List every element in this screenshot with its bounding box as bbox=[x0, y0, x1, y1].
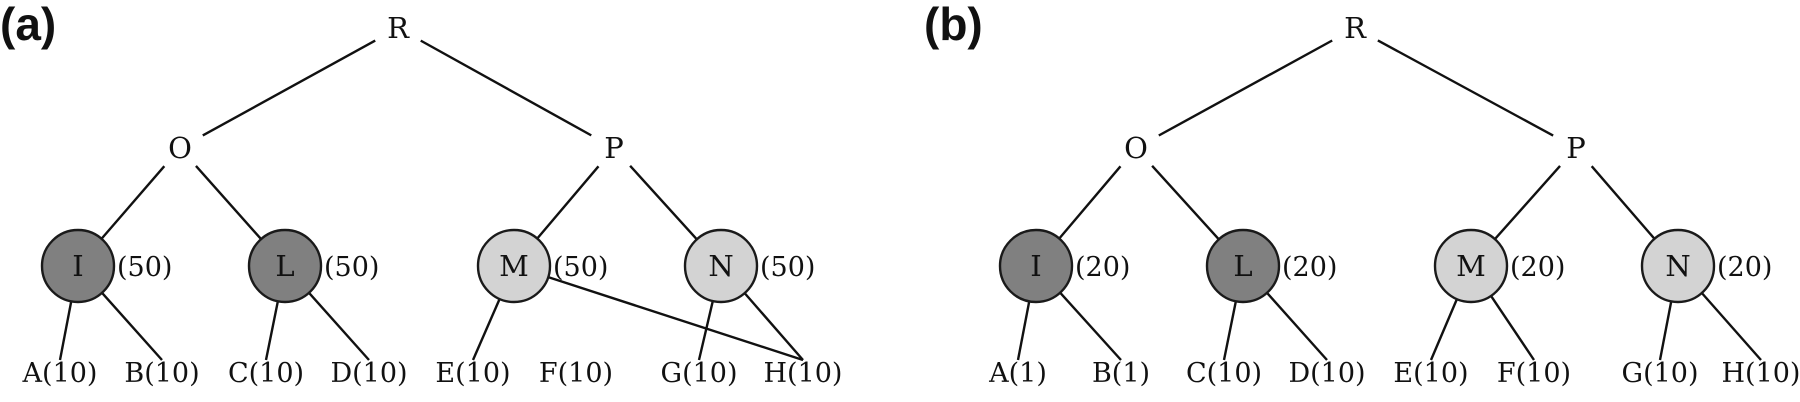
node-label-m: M bbox=[1456, 249, 1486, 283]
node-circle-m bbox=[476, 228, 552, 304]
leaf-f-10: F(10) bbox=[539, 358, 613, 389]
leaf-a-10: A(10) bbox=[22, 358, 98, 389]
node-weight-l: (20) bbox=[1282, 252, 1337, 283]
leaf-e-10: E(10) bbox=[1393, 358, 1468, 389]
node-weight-n: (50) bbox=[760, 252, 815, 283]
leaf-d-10: D(10) bbox=[330, 358, 407, 389]
edge-m-e-10 bbox=[1429, 298, 1459, 361]
leaf-b-10: B(10) bbox=[124, 358, 199, 389]
edge-l-d-10 bbox=[308, 292, 370, 361]
node-o: O bbox=[168, 131, 192, 165]
panel-label: (a) bbox=[0, 0, 56, 50]
edge-o-l bbox=[195, 165, 262, 240]
leaf-a-1: A(1) bbox=[988, 358, 1047, 389]
node-label-l: L bbox=[275, 249, 294, 283]
edge-m-f-10 bbox=[1490, 295, 1535, 361]
node-weight-l: (50) bbox=[324, 252, 379, 283]
edge-i-a-1 bbox=[1016, 301, 1031, 361]
edge-l-d-10 bbox=[1266, 292, 1328, 361]
node-o: O bbox=[1124, 131, 1148, 165]
edge-root-p bbox=[1377, 39, 1554, 137]
node-weight-i: (50) bbox=[117, 252, 172, 283]
leaf-g-10: G(10) bbox=[661, 358, 738, 389]
node-weight-m: (50) bbox=[553, 252, 608, 283]
node-root: R bbox=[1344, 11, 1367, 45]
edge-o-l bbox=[1151, 164, 1220, 241]
node-circle-l bbox=[1205, 228, 1281, 304]
leaf-e-10: E(10) bbox=[435, 358, 510, 389]
node-root: R bbox=[387, 11, 410, 45]
leaf-b-1: B(1) bbox=[1092, 358, 1150, 389]
edge-p-n bbox=[1590, 165, 1656, 240]
leaf-d-10: D(10) bbox=[1288, 358, 1365, 389]
edge-root-o bbox=[202, 39, 376, 137]
leaf-c-10: C(10) bbox=[1186, 358, 1262, 389]
edge-n-g-10 bbox=[1658, 301, 1673, 361]
edge-o-i bbox=[100, 165, 166, 240]
leaf-c-10: C(10) bbox=[228, 358, 304, 389]
node-weight-m: (20) bbox=[1510, 252, 1565, 283]
node-p: P bbox=[604, 131, 624, 165]
node-circle-l bbox=[247, 228, 323, 304]
edge-i-b-10 bbox=[101, 292, 163, 361]
node-weight-n: (20) bbox=[1717, 252, 1772, 283]
edge-p-n bbox=[629, 164, 698, 241]
node-label-i: I bbox=[1030, 249, 1041, 283]
node-label-n: N bbox=[708, 249, 733, 283]
edge-m-h-10 bbox=[547, 275, 804, 362]
node-circle-i bbox=[998, 228, 1074, 304]
node-label-m: M bbox=[499, 249, 529, 283]
node-circle-n bbox=[683, 228, 759, 304]
edge-m-e-10 bbox=[471, 298, 501, 361]
edge-root-p bbox=[420, 39, 592, 137]
edge-p-m bbox=[1494, 165, 1561, 240]
node-circle-n bbox=[1640, 228, 1716, 304]
leaf-h-10: H(10) bbox=[764, 358, 843, 389]
edge-i-a-10 bbox=[58, 301, 73, 361]
edge-o-i bbox=[1058, 165, 1122, 240]
edge-n-h-10 bbox=[1700, 292, 1762, 361]
leaf-h-10: H(10) bbox=[1722, 358, 1800, 389]
edge-root-o bbox=[1158, 39, 1333, 137]
leaf-g-10: G(10) bbox=[1622, 358, 1699, 389]
edge-n-g-10 bbox=[697, 300, 714, 361]
node-p: P bbox=[1566, 131, 1586, 165]
node-label-i: I bbox=[72, 249, 83, 283]
node-label-l: L bbox=[1233, 249, 1252, 283]
node-circle-i bbox=[40, 228, 116, 304]
edge-l-c-10 bbox=[1222, 301, 1238, 361]
edge-n-h-10 bbox=[743, 292, 804, 361]
node-circle-m bbox=[1433, 228, 1509, 304]
panel-b: (b) R O P I (20) L (20) M (20) N (20) A(1) B(1) C(10) D… bbox=[924, 0, 1800, 389]
node-weight-i: (20) bbox=[1075, 252, 1130, 283]
node-label-n: N bbox=[1665, 249, 1690, 283]
edge-p-m bbox=[536, 165, 600, 240]
leaf-f-10: F(10) bbox=[1497, 358, 1571, 389]
edge-i-b-1 bbox=[1059, 291, 1122, 361]
panel-a: (a) R O P I (50) L (50) M (50) N (50) A(10) B(10) C(10… bbox=[0, 0, 842, 389]
edge-l-c-10 bbox=[264, 301, 280, 361]
panel-label: (b) bbox=[924, 0, 983, 50]
